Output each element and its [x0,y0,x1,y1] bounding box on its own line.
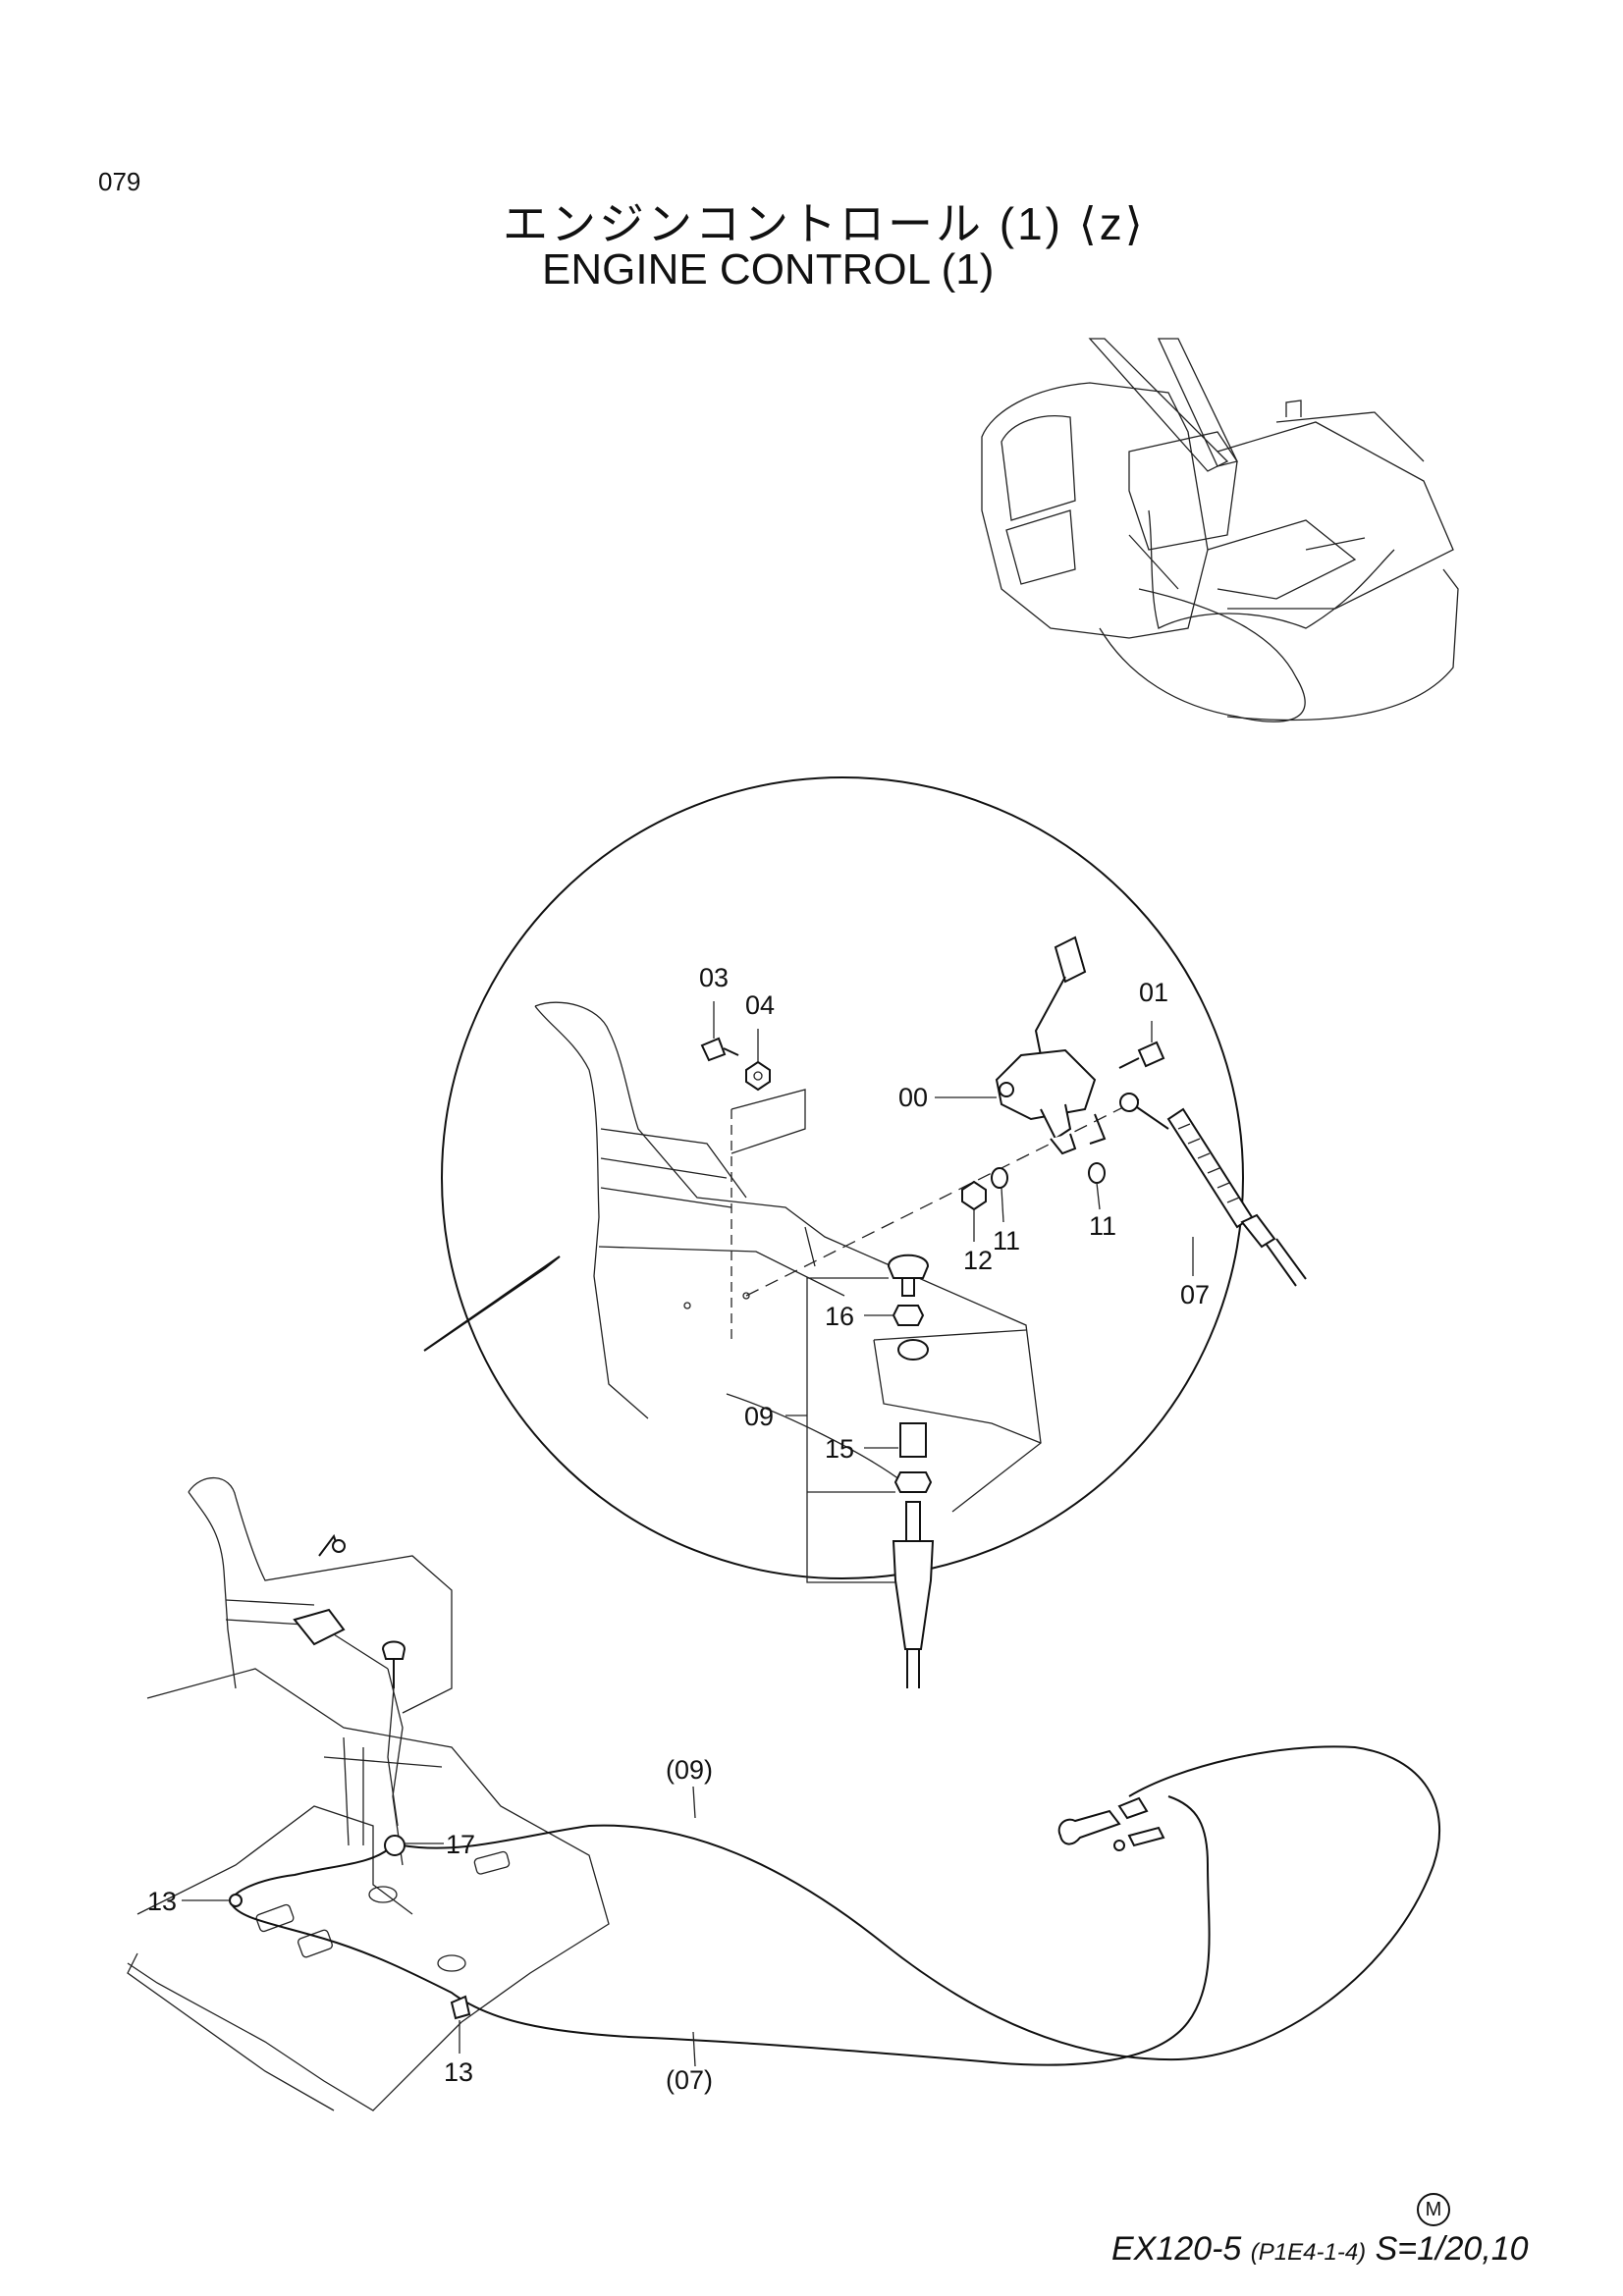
callout-11-left: 11 [993,1226,1020,1255]
engine-control-lever-icon [995,935,1107,1155]
floor-and-console-view [127,1476,610,2111]
callout-cable-09: (09) [666,1755,713,1785]
nut-04 [745,1060,771,1092]
callout-13-bottom: 13 [444,2057,473,2087]
callout-12: 12 [963,1246,993,1275]
washer-11a [991,1167,1008,1189]
model-code: EX120-5 [1111,2230,1242,2268]
callout-11-right: 11 [1089,1211,1116,1241]
excavator-overview-icon [981,338,1459,722]
cable-end-07 [1119,1093,1307,1287]
detail-leader-wedge [423,1255,561,1352]
callout-00: 00 [898,1083,928,1112]
page-number: 079 [98,167,141,196]
callout-09: 09 [744,1402,774,1431]
bolt-03 [700,1037,739,1062]
detail-circle [441,776,1244,1579]
control-cable-icon [229,1745,1441,2066]
callout-cable-07: (07) [666,2065,713,2095]
title-japanese: エンジンコントロール (1) ⟨z⟩ [503,198,1146,249]
callout-07: 07 [1180,1280,1210,1309]
bolt-01 [1118,1041,1165,1069]
leader-lines [713,1001,1194,1583]
callout-01: 01 [1139,978,1168,1007]
knob-and-cable-09 [887,1254,935,1688]
title-english: ENGINE CONTROL (1) [542,245,995,294]
callout-15: 15 [825,1434,854,1464]
callout-16: 16 [825,1302,854,1331]
manual-mark-icon: M [1417,2193,1450,2226]
callout-04: 04 [745,990,775,1020]
callout-17: 17 [446,1830,475,1859]
scale: S=1/20,10 [1375,2230,1529,2268]
section-code: (P1E4-1-4) [1250,2239,1367,2266]
nut-12 [961,1180,987,1211]
footer-model-line: EX120-5 (P1E4-1-4) S=1/20,10 [1111,2230,1529,2269]
washer-11b [1088,1162,1106,1184]
leader-lines-lower [182,1786,696,2067]
console-detail [534,1001,1140,1513]
callout-13-left: 13 [147,1887,177,1916]
callout-03: 03 [699,963,729,992]
